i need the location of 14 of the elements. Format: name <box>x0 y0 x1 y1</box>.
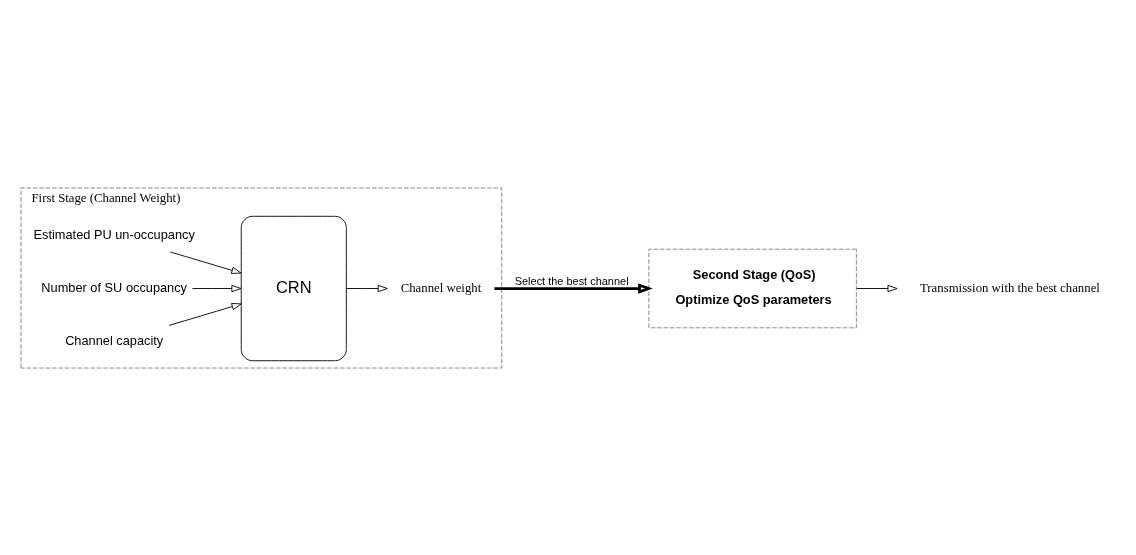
node-text: Estimated PU un-occupancy <box>33 226 195 242</box>
arrow <box>169 251 242 274</box>
arrow <box>192 284 242 292</box>
node-text: Channel capacity <box>65 332 164 348</box>
arrow <box>345 284 388 292</box>
edge-label: Select the best channel <box>514 274 629 287</box>
arrow <box>494 282 653 294</box>
node-box: Second Stage (QoS) Optimize QoS parameters <box>648 248 857 328</box>
node-text: Number of SU occupancy <box>41 279 188 295</box>
arrow <box>168 302 242 326</box>
node-text: Transmission with the best channel <box>919 280 1100 295</box>
node-text: Channel weight <box>400 280 482 295</box>
node-box: CRN <box>240 215 347 361</box>
arrow <box>856 284 898 292</box>
